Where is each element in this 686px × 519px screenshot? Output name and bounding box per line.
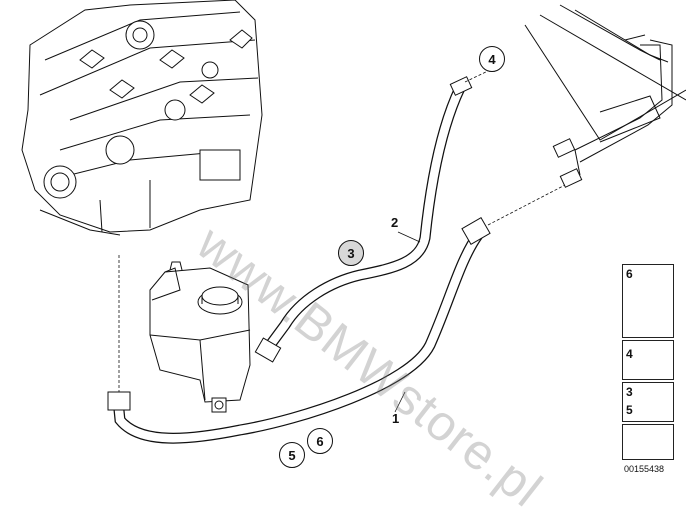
- legend-box-clamp: [622, 382, 674, 422]
- legend-number-4: 4: [626, 347, 633, 361]
- parts-diagram: www.BMWstore.pl 2 1 3 4 5 6 6 4 3 5 0015…: [21, 0, 686, 518]
- expansion-tank: [149, 261, 251, 413]
- reference-code: 00155438: [624, 464, 665, 474]
- legend-box-hose-clamp: [622, 340, 674, 380]
- legend-box-arrow: [622, 424, 674, 460]
- callout-part-2: 2: [391, 215, 399, 230]
- hose-1: [107, 184, 566, 444]
- heater-pipes: [524, 4, 686, 188]
- hose-2: [254, 69, 491, 363]
- diagram-drawing: [21, 0, 686, 453]
- callout-part-3: 3: [338, 240, 364, 266]
- leader-lines: [394, 231, 421, 413]
- callout-part-1: 1: [392, 411, 400, 426]
- callout-part-5: 5: [279, 442, 305, 468]
- legend-number-3: 3: [626, 385, 633, 399]
- legend-box-clip: [622, 264, 674, 338]
- callout-part-6: 6: [307, 428, 333, 454]
- legend-number-5: 5: [626, 403, 633, 417]
- legend-number-6: 6: [626, 267, 633, 281]
- engine-block: [21, 0, 263, 236]
- callout-part-4: 4: [479, 46, 505, 72]
